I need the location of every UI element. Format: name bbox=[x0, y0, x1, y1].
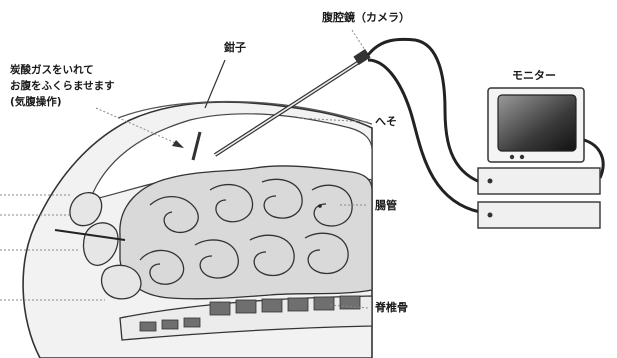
spine-label: 脊椎骨 bbox=[375, 302, 408, 313]
gas-note: 炭酸ガスをいれて お腹をふくらませます (気腹操作) bbox=[10, 62, 115, 110]
gas-note-line-2: お腹をふくらませます bbox=[10, 78, 115, 94]
monitor-label: モニター bbox=[512, 70, 556, 81]
laparoscope-label: 腹腔鏡（カメラ） bbox=[322, 12, 410, 23]
navel-label: へそ bbox=[375, 116, 397, 127]
monitor bbox=[478, 88, 603, 228]
forceps-label: 鉗子 bbox=[224, 42, 246, 53]
gas-note-line-3: (気腹操作) bbox=[10, 94, 115, 110]
intestine-label: 腸管 bbox=[375, 200, 397, 211]
gas-note-line-1: 炭酸ガスをいれて bbox=[10, 62, 115, 78]
